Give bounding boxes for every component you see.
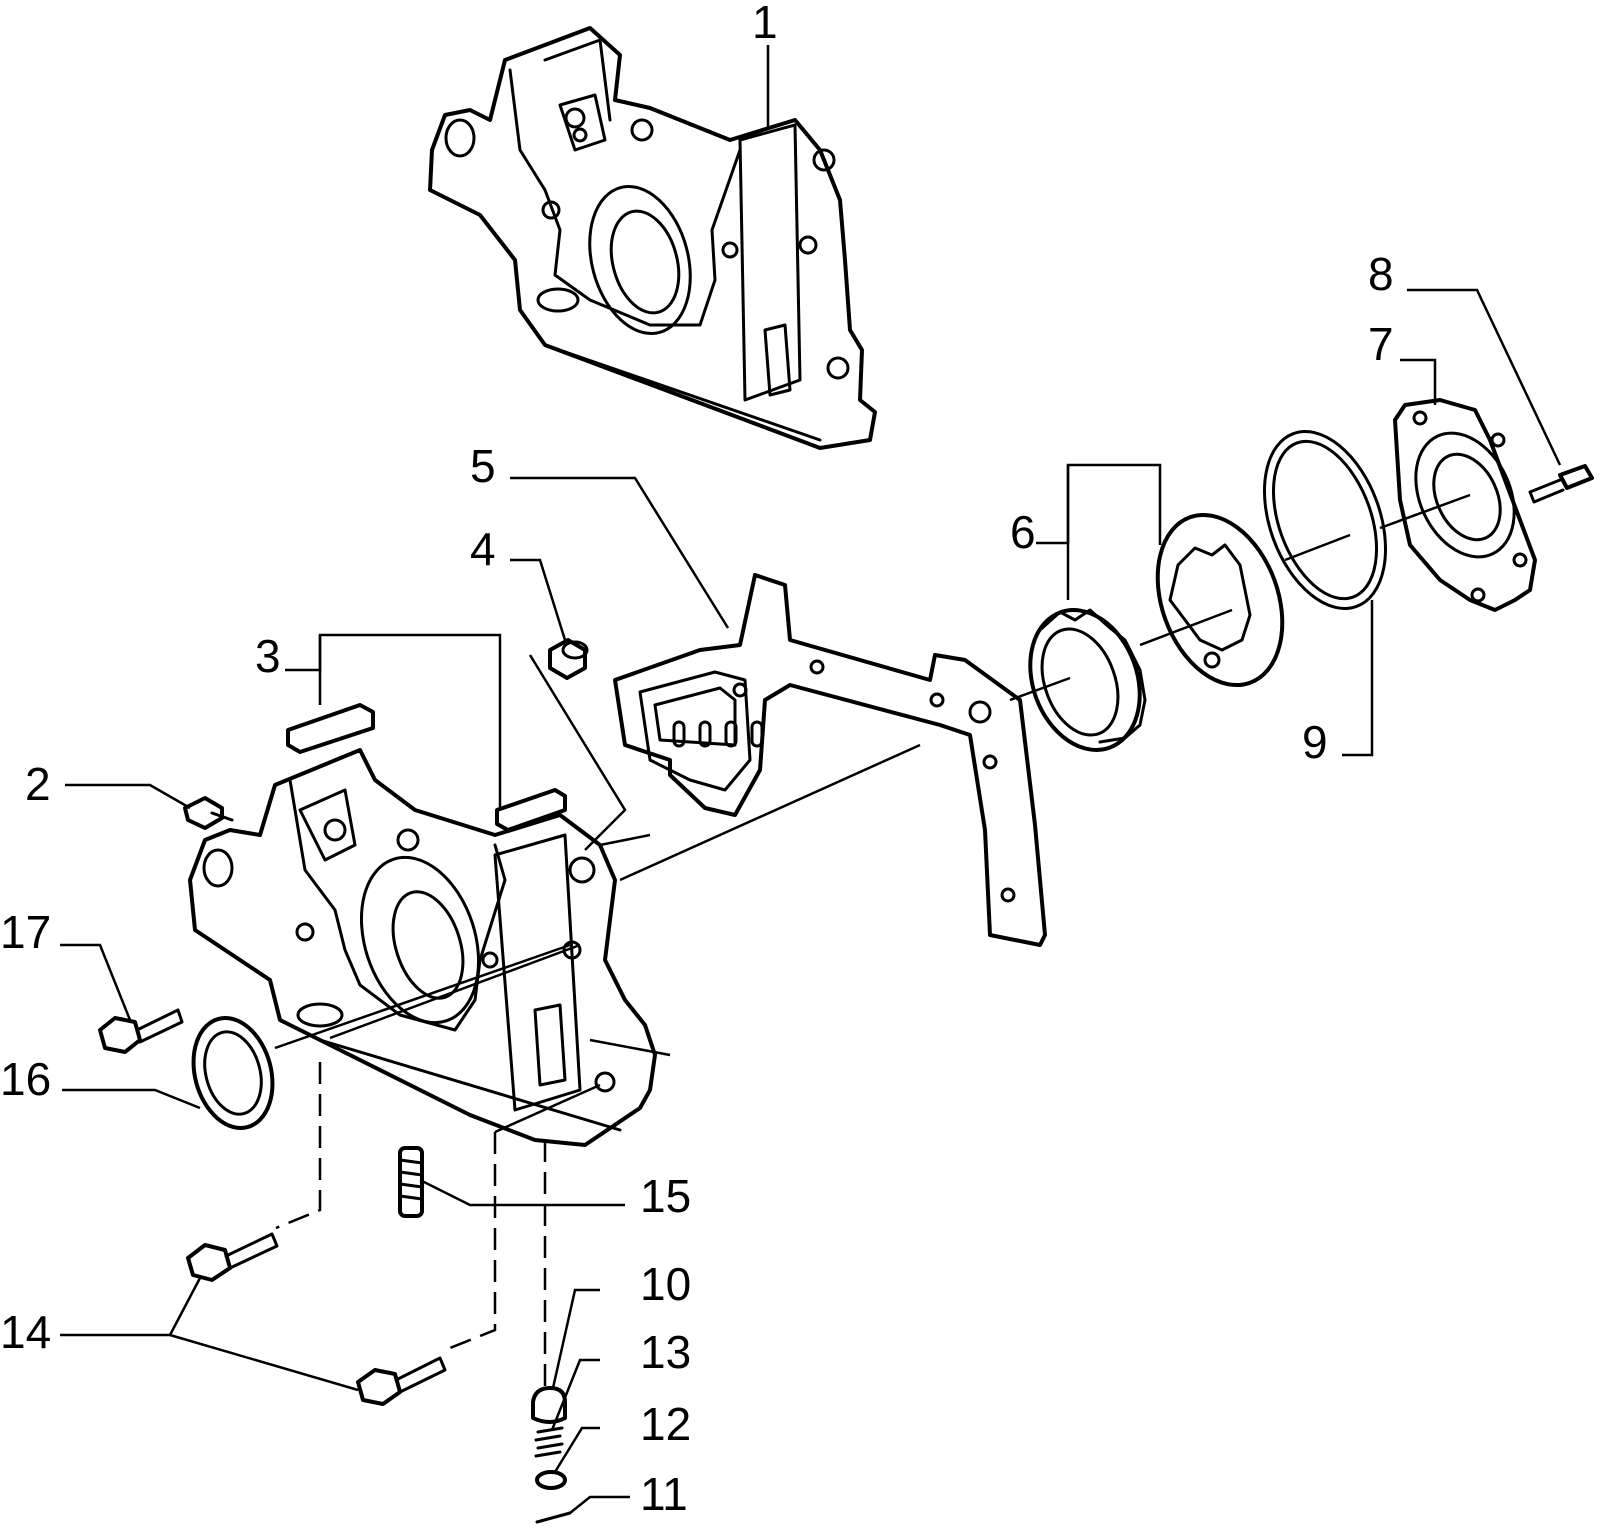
part-16-seal xyxy=(191,1016,275,1130)
part-6-pump-rotors xyxy=(1028,512,1285,752)
callout-3: 3 xyxy=(255,630,281,682)
callout-leaders xyxy=(60,45,1562,1514)
part-12-washer xyxy=(535,1470,567,1490)
part-7-pump-cover xyxy=(1393,398,1537,612)
part-17-bolt xyxy=(98,1008,184,1054)
callout-13: 13 xyxy=(640,1326,691,1378)
part-11-pin xyxy=(535,1511,572,1524)
callout-6: 6 xyxy=(1010,506,1036,558)
part-2-bolt xyxy=(183,796,234,830)
callout-12: 12 xyxy=(640,1398,691,1450)
callout-7: 7 xyxy=(1368,318,1394,370)
callout-14: 14 xyxy=(0,1306,51,1358)
part-8-screw xyxy=(1528,464,1594,504)
callout-17: 17 xyxy=(0,906,51,958)
callout-16: 16 xyxy=(0,1053,51,1105)
part-15-stud xyxy=(398,1146,424,1218)
callout-5: 5 xyxy=(470,440,496,492)
callout-labels: 1 2 3 4 5 6 7 8 9 10 11 12 13 14 15 16 1… xyxy=(0,0,1394,1520)
part-10-plunger xyxy=(531,1386,567,1424)
callout-4: 4 xyxy=(470,523,496,575)
part-3-keys xyxy=(286,703,567,832)
callout-15: 15 xyxy=(640,1170,691,1222)
callout-11: 11 xyxy=(640,1468,688,1520)
callout-1: 1 xyxy=(752,0,778,48)
part-14-bolts xyxy=(186,1232,447,1406)
callout-10: 10 xyxy=(640,1258,691,1310)
assembly-lines xyxy=(274,493,1471,1395)
part-1-pump-housing xyxy=(428,26,877,450)
callout-9: 9 xyxy=(1302,716,1328,768)
part-9-o-ring xyxy=(1262,430,1388,610)
part-5-gasket xyxy=(613,573,1047,947)
part-lower-pump-housing xyxy=(188,748,657,1147)
part-13-spring xyxy=(534,1426,564,1458)
part-4-plug xyxy=(548,638,589,680)
callout-8: 8 xyxy=(1368,248,1394,300)
callout-2: 2 xyxy=(25,758,51,810)
